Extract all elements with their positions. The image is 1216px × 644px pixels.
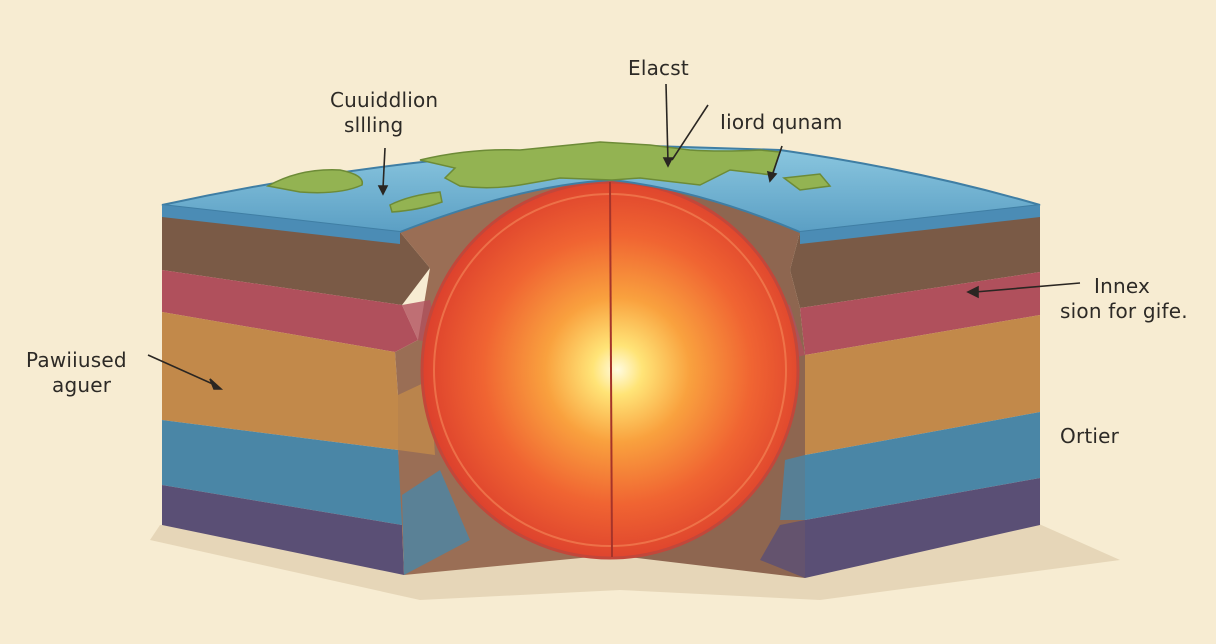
label-left-middle: Pawiiused aguer bbox=[26, 348, 127, 398]
continents bbox=[265, 141, 832, 213]
pointer-top-center bbox=[665, 83, 669, 163]
label-top-center: Elacst bbox=[628, 56, 689, 80]
core-split-line bbox=[609, 181, 613, 558]
label-right-middle: Innex sion for gife. bbox=[1060, 274, 1188, 324]
label-right-lower: Ortier bbox=[1060, 424, 1120, 448]
label-left-middle-line2: aguer bbox=[52, 373, 112, 397]
label-left-middle-line1: Pawiiused bbox=[26, 348, 127, 372]
pointer-top-right-a bbox=[671, 104, 709, 161]
pointer-left-middle bbox=[147, 354, 216, 386]
label-top-left-line1: Cuuiddlion bbox=[330, 88, 439, 112]
annotation-pointers bbox=[147, 83, 1081, 390]
label-right-middle-line1: Innex bbox=[1094, 274, 1151, 298]
label-right-middle-line2: sion for gife. bbox=[1060, 299, 1188, 323]
label-top-right: Iiord qunam bbox=[720, 110, 843, 134]
right-face-layers bbox=[790, 205, 1040, 578]
ocean-surface bbox=[161, 143, 1041, 234]
pointer-right-middle bbox=[974, 282, 1081, 293]
left-face-layers bbox=[162, 205, 430, 575]
pointer-top-left bbox=[382, 147, 386, 189]
label-top-left: Cuuiddlion sllling bbox=[330, 88, 438, 138]
pointer-top-right-b bbox=[771, 145, 783, 177]
label-top-left-line2: sllling bbox=[344, 113, 404, 137]
